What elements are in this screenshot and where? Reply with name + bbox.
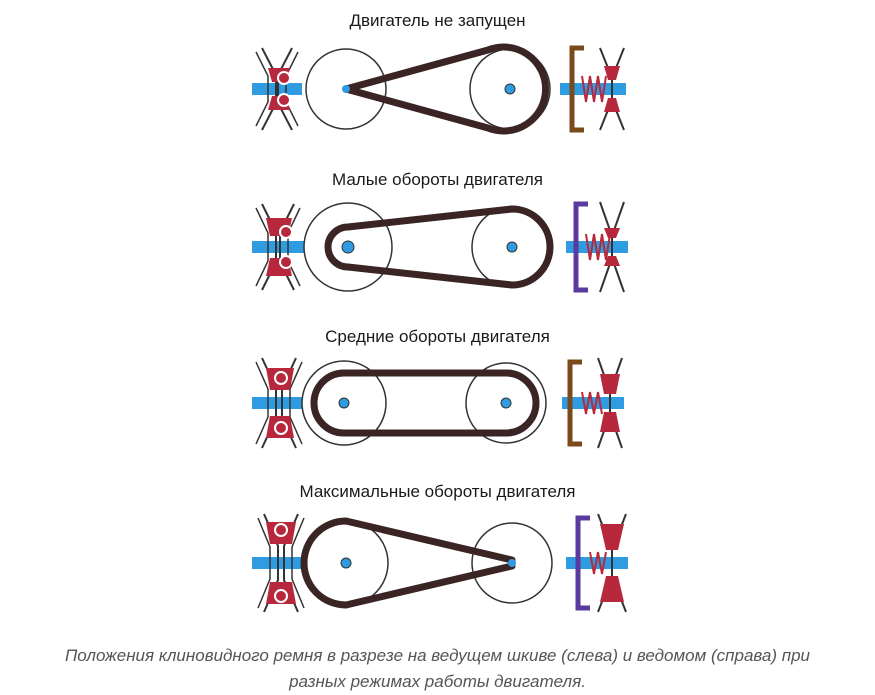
belt-drive	[305, 43, 551, 135]
stage-title-low: Малые обороты двигателя	[332, 170, 543, 189]
caption-line-1: Положения клиновидного ремня в разрезе н…	[64, 646, 811, 665]
figure-caption: Положения клиновидного ремня в разрезе н…	[0, 643, 875, 695]
driven-pulley-section	[560, 45, 626, 133]
drive-pulley-section	[252, 357, 304, 449]
drive-pulley-section	[252, 203, 304, 291]
belt-drive	[301, 360, 547, 446]
stage-title-mid: Средние обороты двигателя	[325, 327, 550, 346]
driven-pulley-section	[562, 357, 624, 449]
drive-pulley-section	[252, 513, 306, 613]
driven-pulley-section	[566, 201, 628, 293]
stage-title-max: Максимальные обороты двигателя	[299, 482, 576, 501]
stage-diagram-max	[252, 513, 628, 613]
driven-pulley-section	[566, 513, 628, 613]
caption-line-2: разных режимах работы двигателя.	[289, 672, 586, 691]
stage-diagram-idle	[252, 43, 626, 135]
belt-drive	[303, 202, 554, 292]
drive-pulley-section	[252, 47, 302, 131]
stage-title-idle: Двигатель не запущен	[349, 11, 526, 30]
stage-diagram-low	[252, 201, 628, 293]
belt-drive	[300, 517, 553, 609]
stage-diagram-mid	[252, 357, 624, 449]
